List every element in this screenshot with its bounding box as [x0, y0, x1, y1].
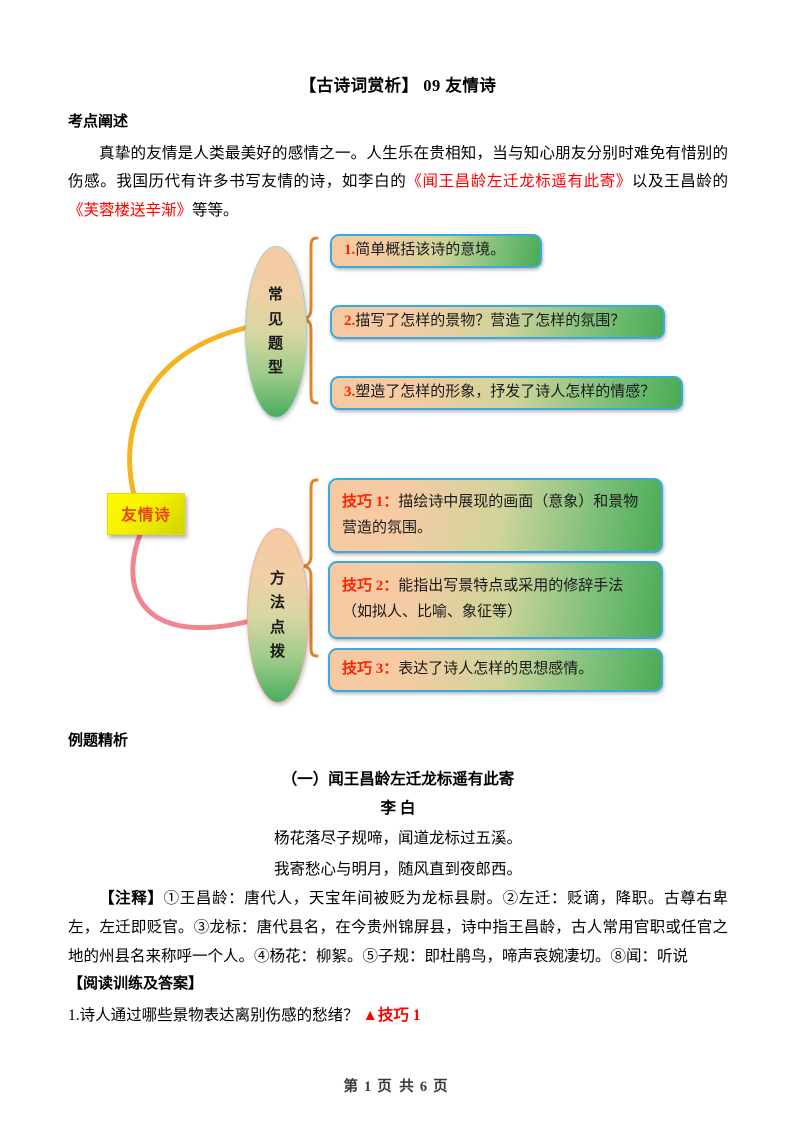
upper-text-block: 【古诗词赏析】 09 友情诗 考点阐述 真挚的友情是人类最美好的感情之一。人生乐…: [68, 74, 728, 226]
technique-box-1-text: 描绘诗中展现的画面（意象）和景物营造的氛围。: [342, 493, 639, 536]
question-type-box-1[interactable]: 1.简单概括该诗的意境。: [330, 234, 542, 268]
poem-title: （一）闻王昌龄左迁龙标遥有此寄: [281, 770, 515, 788]
question-type-box-1-text: 简单概括该诗的意境。: [355, 242, 506, 259]
page-title: 【古诗词赏析】 09 友情诗: [299, 76, 497, 95]
paragraph-kaodian: 真挚的友情是人类最美好的感情之一。人生乐在贵相知，当与知心朋友分别时难免有惜别的…: [68, 140, 728, 226]
technique-box-3-label: 技巧 3：: [342, 661, 399, 678]
poem-reference-2: 《芙蓉楼送辛渐》: [68, 201, 193, 219]
technique-box-3[interactable]: 技巧 3：表达了诗人怎样的思想感情。: [328, 648, 663, 692]
center-node-friendship-poetry[interactable]: 友情诗: [107, 493, 185, 535]
question-type-box-1-number: 1.: [344, 242, 356, 259]
ellipse-common-question-types[interactable]: 常 见 题 型: [245, 246, 307, 418]
poem-author: 李 白: [380, 799, 416, 817]
question-type-box-3-number: 3.: [344, 384, 356, 401]
ellipse-bottom-char-3: 拨: [269, 643, 286, 660]
footer-suffix: 页: [433, 1079, 450, 1095]
footer-prefix: 第: [343, 1079, 360, 1095]
ellipse-top-char-1: 见: [267, 311, 284, 328]
question-type-box-2-number: 2.: [344, 313, 356, 330]
poem-reference-1: 《闻王昌龄左迁龙标遥有此寄》: [406, 173, 632, 191]
ellipse-bottom-char-0: 方: [269, 570, 286, 587]
technique-box-1-label: 技巧 1：: [342, 493, 399, 510]
center-node-label: 友情诗: [121, 507, 171, 524]
ellipse-method-guidance[interactable]: 方 法 点 拨: [247, 528, 309, 703]
technique-box-3-text: 表达了诗人怎样的思想感情。: [398, 661, 594, 678]
section-heading-kaodian: 考点阐述: [68, 114, 129, 131]
lower-text-block: 例题精析 （一）闻王昌龄左迁龙标遥有此寄 李 白 杨花落尽子规啼，闻道龙标过五溪…: [68, 730, 728, 1031]
section-heading-liti: 例题精析: [68, 733, 129, 749]
footer-total-pages: 6: [419, 1079, 430, 1095]
ellipse-top-char-2: 题: [267, 336, 284, 352]
ellipse-bottom-char-2: 点: [269, 619, 286, 636]
technique-box-1[interactable]: 技巧 1：描绘诗中展现的画面（意象）和景物营造的氛围。: [328, 478, 663, 553]
ellipse-top-char-3: 型: [267, 360, 284, 377]
question-1-text: 1.诗人通过哪些景物表达离别伤感的愁绪？: [68, 1006, 359, 1024]
brace-bottom-group: [303, 478, 319, 658]
poem-line-2: 我寄愁心与明月，随风直到夜郎西。: [273, 861, 522, 879]
technique-box-2-text: 能指出写景特点或采用的修辞手法（如拟人、比喻、象征等）: [342, 578, 624, 620]
footer-middle: 页 共: [377, 1079, 416, 1095]
technique-box-2-label: 技巧 2：: [342, 578, 399, 595]
question-1-technique-marker: ▲技巧 1: [362, 1006, 421, 1024]
paragraph-kaodian-part-b: 以及王昌龄的: [631, 173, 728, 191]
question-type-box-2-text: 描写了怎样的景物？营造了怎样的氛围？: [355, 313, 626, 330]
mindmap-diagram: 友情诗 常 见 题 型 方 法 点 拨 1.简单概括该诗的意境。 2.描写了怎样…: [95, 228, 705, 723]
question-type-box-3-text: 塑造了怎样的形象，抒发了诗人怎样的情感？: [355, 384, 656, 401]
section-heading-training: 【阅读训练及答案】: [68, 976, 204, 993]
ellipse-bottom-char-1: 法: [269, 595, 286, 612]
notes-paragraph: 【注释】①王昌龄：唐代人，天宝年间被贬为龙标县尉。②左迁：贬谪，降职。古尊右卑左…: [68, 885, 728, 971]
ellipse-top-char-0: 常: [267, 287, 284, 304]
poem-line-1: 杨花落尽子规啼，闻道龙标过五溪。: [273, 830, 522, 848]
connector-top-branch: [127, 325, 248, 521]
question-type-box-3[interactable]: 3.塑造了怎样的形象，抒发了诗人怎样的情感？: [330, 376, 683, 410]
notes-label: 【注释】: [99, 890, 164, 908]
footer-page-number: 1: [363, 1079, 374, 1095]
paragraph-kaodian-part-a: 真挚的友情是人类最美好的感情之一。人生乐在贵相知，当与知心朋友分别时难免有惜别的…: [68, 144, 728, 191]
question-type-box-2[interactable]: 2.描写了怎样的景物？营造了怎样的氛围？: [330, 305, 665, 339]
diagram-connectors: [127, 236, 319, 658]
connector-bottom-branch: [130, 527, 253, 631]
paragraph-kaodian-part-c: 等等。: [192, 201, 239, 219]
notes-text: ①王昌龄：唐代人，天宝年间被贬为龙标县尉。②左迁：贬谪，降职。古尊右卑左，左迁即…: [68, 890, 728, 965]
technique-box-2[interactable]: 技巧 2：能指出写景特点或采用的修辞手法（如拟人、比喻、象征等）: [328, 561, 663, 639]
question-1: 1.诗人通过哪些景物表达离别伤感的愁绪？ ▲技巧 1: [68, 1002, 728, 1031]
